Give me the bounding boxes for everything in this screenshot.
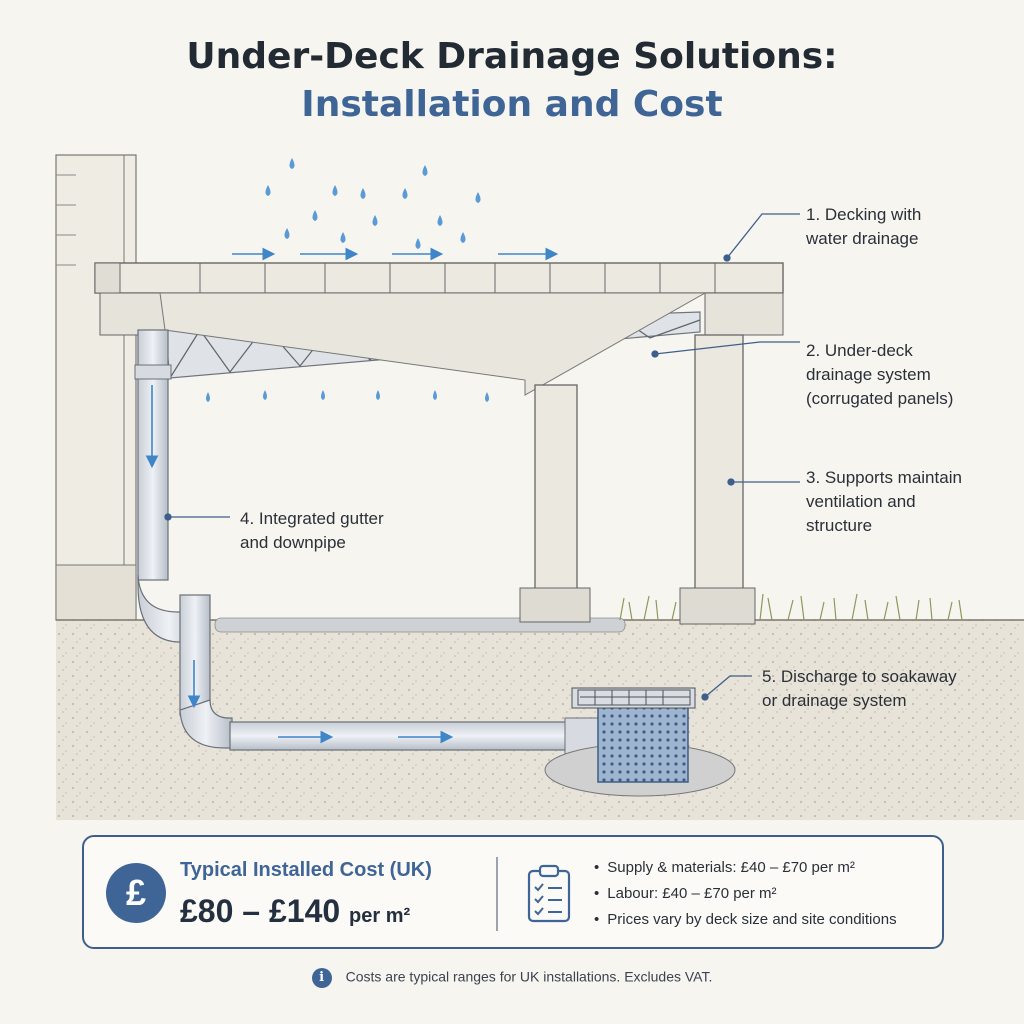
soakaway-crate <box>544 687 736 797</box>
deck-posts <box>519 334 756 625</box>
footnote-text: Costs are typical ranges for UK installa… <box>345 968 713 985</box>
drip-drops <box>206 390 489 402</box>
callout-supports: 3. Supports maintain ventilation and str… <box>806 468 962 535</box>
cost-card: £ Typical Installed Cost (UK) £80 – £140… <box>82 835 944 949</box>
cost-title: Typical Installed Cost (UK) <box>180 859 432 881</box>
card-divider <box>496 857 498 931</box>
cost-bullet: Prices vary by deck size and site condit… <box>594 907 896 933</box>
callout-leaders <box>164 213 800 701</box>
cost-bullet: Labour: £40 – £70 per m² <box>594 881 897 907</box>
cost-bullet: Supply & materials: £40 – £70 per m² <box>594 855 897 881</box>
info-icon: i <box>311 968 332 988</box>
grass <box>619 593 963 621</box>
house-wall <box>55 154 137 621</box>
callout-gutter-downpipe: 4. Integrated gutter and downpipe <box>240 509 384 552</box>
callout-decking: 1. Decking with water drainage <box>806 205 922 248</box>
footnote: i Costs are typical ranges for UK install… <box>0 968 1024 988</box>
clipboard-checklist-icon <box>527 864 571 923</box>
cost-breakdown-list: Supply & materials: £40 – £70 per m² Lab… <box>594 855 897 933</box>
page-subtitle: Installation and Cost <box>301 84 723 125</box>
flow-arrows <box>145 247 559 744</box>
deck-boards <box>94 262 784 396</box>
callout-under-deck-system: 2. Under-deck drainage system (corrugate… <box>806 341 954 408</box>
cost-range: £80 – £140 per m² <box>180 893 410 930</box>
rain-drops <box>265 158 481 249</box>
cost-range-value: £80 – £140 <box>180 893 341 929</box>
callout-soakaway: 5. Discharge to soakaway or drainage sys… <box>762 667 957 710</box>
pound-icon: £ <box>106 863 166 923</box>
page-title: Under-Deck Drainage Solutions: <box>186 36 838 77</box>
downpipe <box>134 329 602 755</box>
cost-range-unit: per m² <box>349 905 411 927</box>
